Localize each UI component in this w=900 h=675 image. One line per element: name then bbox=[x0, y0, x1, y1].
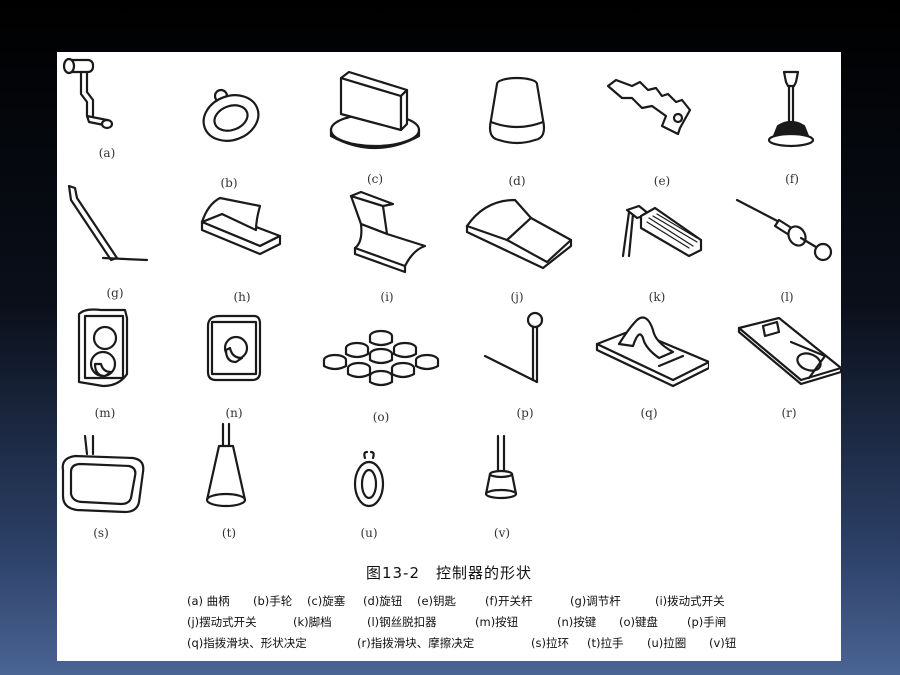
legend-item: (g)调节杆 bbox=[570, 594, 621, 608]
label-c: (c) bbox=[366, 172, 384, 186]
figure-k-pedal: (k) bbox=[597, 186, 717, 304]
figure-r-finger-slider: (r) bbox=[729, 302, 849, 420]
slide: (a) (b) (c) (d) (e) bbox=[55, 52, 843, 661]
legend-item: (s)拉环 bbox=[531, 636, 569, 650]
figure-a-crank: (a) bbox=[47, 54, 167, 172]
legend-item: (n)按键 bbox=[557, 615, 597, 629]
finger-slider-icon bbox=[595, 316, 709, 388]
legend-item: (b)手轮 bbox=[253, 594, 293, 608]
label-a: (a) bbox=[98, 146, 116, 160]
legend-item: (j)摆动式开关 bbox=[187, 615, 257, 629]
label-f: (f) bbox=[785, 172, 799, 186]
adjusting-lever-icon bbox=[67, 184, 149, 262]
label-k: (k) bbox=[648, 290, 666, 304]
label-j: (j) bbox=[510, 290, 524, 304]
pedal-icon bbox=[621, 204, 703, 258]
toggle-switch-icon bbox=[200, 196, 282, 256]
figure-o-keyboard: (o) bbox=[321, 306, 441, 424]
figure-q-finger-slider: (q) bbox=[589, 302, 709, 420]
label-n: (n) bbox=[225, 406, 243, 420]
legend-item: (k)脚档 bbox=[293, 615, 332, 629]
legend-item: (u)拉圈 bbox=[647, 636, 687, 650]
figure-j-rocker-switch: (j) bbox=[457, 186, 577, 304]
figure-v-button-knob: (v) bbox=[442, 422, 562, 540]
figure-b-handwheel: (b) bbox=[169, 72, 289, 190]
figure-c-plug-cock: (c) bbox=[315, 68, 435, 186]
label-b: (b) bbox=[220, 176, 238, 190]
legend-item: (p)手闸 bbox=[687, 615, 727, 629]
label-o: (o) bbox=[372, 410, 390, 424]
rocker-switch-icon bbox=[465, 198, 573, 270]
figure-d-knob: (d) bbox=[457, 70, 577, 188]
label-l: (l) bbox=[780, 290, 794, 304]
figure-e-key: (e) bbox=[602, 70, 722, 188]
label-u: (u) bbox=[360, 526, 378, 540]
legend-item: (o)键盘 bbox=[619, 615, 659, 629]
legend-item: (m)按钮 bbox=[475, 615, 519, 629]
legend-item: (d)旋钮 bbox=[363, 594, 403, 608]
hand-brake-icon bbox=[483, 311, 544, 384]
figure-u-pull-loop: (u) bbox=[309, 422, 429, 540]
label-m: (m) bbox=[94, 406, 116, 420]
switch-lever-icon bbox=[767, 70, 815, 148]
label-s: (s) bbox=[93, 526, 109, 540]
label-d: (d) bbox=[508, 174, 526, 188]
figure-t-pull-handle: (t) bbox=[169, 422, 289, 540]
figure-l-wire-release: (l) bbox=[727, 186, 847, 304]
figure-s-pull-ring: (s) bbox=[41, 422, 161, 540]
knob-icon bbox=[488, 76, 546, 145]
button-icon bbox=[77, 308, 129, 388]
figure-f-switch-lever: (f) bbox=[732, 68, 852, 186]
label-p: (p) bbox=[516, 406, 534, 420]
legend-item: (f)开关杆 bbox=[485, 594, 533, 608]
key-button-icon bbox=[206, 314, 262, 382]
pull-handle-icon bbox=[205, 422, 247, 508]
label-q: (q) bbox=[640, 406, 658, 420]
label-h: (h) bbox=[233, 290, 251, 304]
label-i: (i) bbox=[380, 290, 394, 304]
legend-item: (v)钮 bbox=[709, 636, 737, 650]
pull-loop-icon bbox=[353, 450, 385, 508]
legend-item: (i)拨动式开关 bbox=[655, 594, 725, 608]
button-knob-icon bbox=[484, 434, 518, 500]
legend-item: (a) 曲柄 bbox=[187, 594, 230, 608]
legend-item: (c)旋塞 bbox=[307, 594, 346, 608]
keyboard-icon bbox=[322, 329, 440, 387]
pull-ring-icon bbox=[61, 434, 145, 514]
figure-n-key-button: (n) bbox=[174, 302, 294, 420]
label-r: (r) bbox=[781, 406, 797, 420]
toggle-switch-icon bbox=[349, 190, 427, 274]
finger-slider-friction-icon bbox=[737, 316, 843, 386]
key-icon bbox=[606, 78, 692, 136]
legend-item: (r)指拨滑块、摩擦决定 bbox=[357, 636, 475, 650]
label-t: (t) bbox=[221, 526, 237, 540]
figure-caption: 图13-2 控制器的形状 bbox=[365, 564, 533, 582]
label-v: (v) bbox=[493, 526, 511, 540]
wire-release-icon bbox=[735, 198, 833, 262]
figure-p-hand-brake: (p) bbox=[465, 302, 585, 420]
legend-item: (e)钥匙 bbox=[417, 594, 457, 608]
plug-cock-icon bbox=[329, 70, 421, 150]
figure-m-button: (m) bbox=[45, 302, 165, 420]
figure-g-adjusting-lever: (g) bbox=[55, 182, 175, 300]
label-g: (g) bbox=[106, 286, 124, 300]
label-e: (e) bbox=[653, 174, 671, 188]
handwheel-icon bbox=[202, 88, 260, 142]
legend-item: (q)指拨滑块、形状决定 bbox=[187, 636, 307, 650]
figure-h-toggle-switch: (h) bbox=[182, 186, 302, 304]
crank-icon bbox=[62, 57, 114, 130]
figure-i-toggle-switch: (i) bbox=[327, 186, 447, 304]
legend-item: (t)拉手 bbox=[587, 636, 624, 650]
legend-item: (l)钢丝脱扣器 bbox=[367, 615, 437, 629]
